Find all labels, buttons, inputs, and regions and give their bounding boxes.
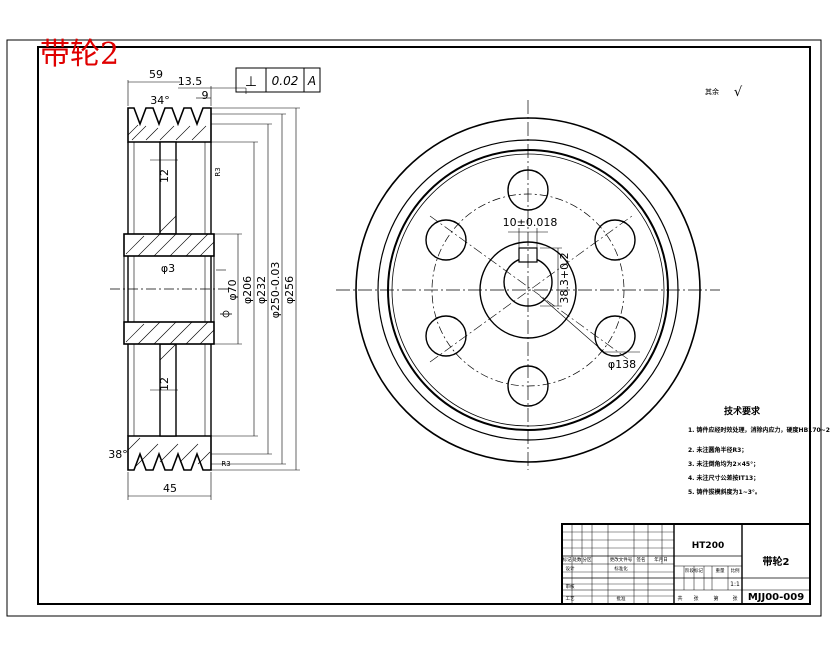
header-cell: 签名 xyxy=(637,556,646,563)
dim-pitch-d: φ250-0.03 xyxy=(269,262,282,319)
title-block xyxy=(561,523,811,605)
dim-fillet: R3 xyxy=(221,460,230,468)
dim-outer-d: φ256 xyxy=(283,276,296,304)
section-dimension-texts: 59 13.5 34° 9 12 12 R3 φ3 φ70 φ206 φ232 … xyxy=(108,68,296,495)
drawing-number: MJJ00-009 xyxy=(748,592,804,603)
header-cell: 标记 xyxy=(563,556,572,563)
hub-hatching xyxy=(125,215,215,361)
tech-item: 4. 未注尺寸公差按IT13； xyxy=(688,474,759,482)
dim-small-radius: R3 xyxy=(214,167,222,176)
tech-heading: 技术要求 xyxy=(724,405,761,417)
title-overlay: 带轮2 xyxy=(40,37,120,72)
sheet-info: 张 xyxy=(693,595,698,602)
role-cell: 批准 xyxy=(617,595,626,602)
dim-width-overall: 59 xyxy=(149,68,163,81)
dim-keyway-width: 10±0.018 xyxy=(503,216,558,229)
rim-hatching xyxy=(127,124,211,467)
tech-item: 1. 铸件应经时效处理，消除内应力，硬度HB170~230HB； xyxy=(688,426,830,434)
hub-bottom xyxy=(123,321,215,345)
rim-bottom xyxy=(127,435,212,471)
header-cell: 处数 xyxy=(573,556,582,563)
dim-hub-od: φ70 xyxy=(226,279,239,300)
role-cell: 标准化 xyxy=(614,565,628,572)
diameter-dimension-lines xyxy=(127,80,300,500)
tech-requirements: 技术要求 1. 铸件应经时效处理，消除内应力，硬度HB170~230HB； 2.… xyxy=(688,405,830,496)
header-cell: 年月日 xyxy=(654,556,668,563)
stage-header: 重量 xyxy=(716,567,725,574)
dim-rim-thickness: 12 xyxy=(158,169,171,183)
stage-header: 阶段标记 xyxy=(685,567,703,574)
tolerance-value: 0.02 xyxy=(272,74,299,88)
title-block-texts: HT200 带轮2 MJJ00-009 1:1 标记 处数 分区 更改文件号 签… xyxy=(563,541,805,603)
web-top xyxy=(159,141,177,235)
inner-border xyxy=(37,46,811,605)
dim-groove-pitch: 13.5 xyxy=(178,75,203,88)
role-cell: 设计 xyxy=(566,565,575,572)
dim-web-d2: φ232 xyxy=(255,276,268,304)
lightening-hole xyxy=(425,315,467,357)
section-view xyxy=(110,80,300,500)
hub-top xyxy=(123,233,215,257)
sheet-info: 第 xyxy=(713,595,718,602)
tech-item: 5. 铸件拔模斜度为1~3°。 xyxy=(688,488,761,496)
stage-header: 比例 xyxy=(731,567,740,574)
surface-finish-label: 其余 xyxy=(705,87,719,96)
lightening-hole xyxy=(425,219,467,261)
header-cell: 分区 xyxy=(583,556,592,563)
dim-keyway-depth: 38.3+0.2 xyxy=(558,252,571,303)
dim-hole-circle: φ138 xyxy=(608,358,636,371)
scale-value: 1:1 xyxy=(730,581,740,588)
tech-item: 2. 未注圆角半径R3； xyxy=(688,446,747,454)
front-view xyxy=(336,100,720,470)
tolerance-frame: ⊥ 0.02 A xyxy=(235,67,321,93)
dim-groove-angle-bottom: 38° xyxy=(108,448,128,461)
lightening-hole xyxy=(594,315,636,357)
material-label: HT200 xyxy=(692,541,724,551)
tolerance-symbol: ⊥ xyxy=(245,74,257,90)
dim-web-d1: φ206 xyxy=(241,276,254,304)
header-cell: 更改文件号 xyxy=(610,556,633,563)
role-cell: 工艺 xyxy=(566,596,575,602)
tech-item: 3. 未注倒角均为2×45°； xyxy=(688,460,759,468)
surface-finish-mark: √ xyxy=(734,85,743,100)
part-name: 带轮2 xyxy=(763,555,790,568)
outer-frame xyxy=(6,39,822,617)
sheet-info: 共 xyxy=(677,595,682,602)
dim-groove-angle-top: 34° xyxy=(150,94,170,107)
dim-hub-clearance: 12 xyxy=(158,377,171,391)
rim-top xyxy=(127,107,212,143)
dim-hub-width: 45 xyxy=(163,482,177,495)
lightening-hole xyxy=(594,219,636,261)
front-dimension-texts: 10±0.018 38.3+0.2 φ138 xyxy=(503,216,636,371)
role-cell: 审核 xyxy=(566,583,575,590)
tolerance-datum: A xyxy=(307,74,316,88)
sheet-info: 张 xyxy=(732,595,737,602)
dim-bore: φ3 xyxy=(161,262,175,275)
dim-groove-depth: 9 xyxy=(202,89,209,102)
